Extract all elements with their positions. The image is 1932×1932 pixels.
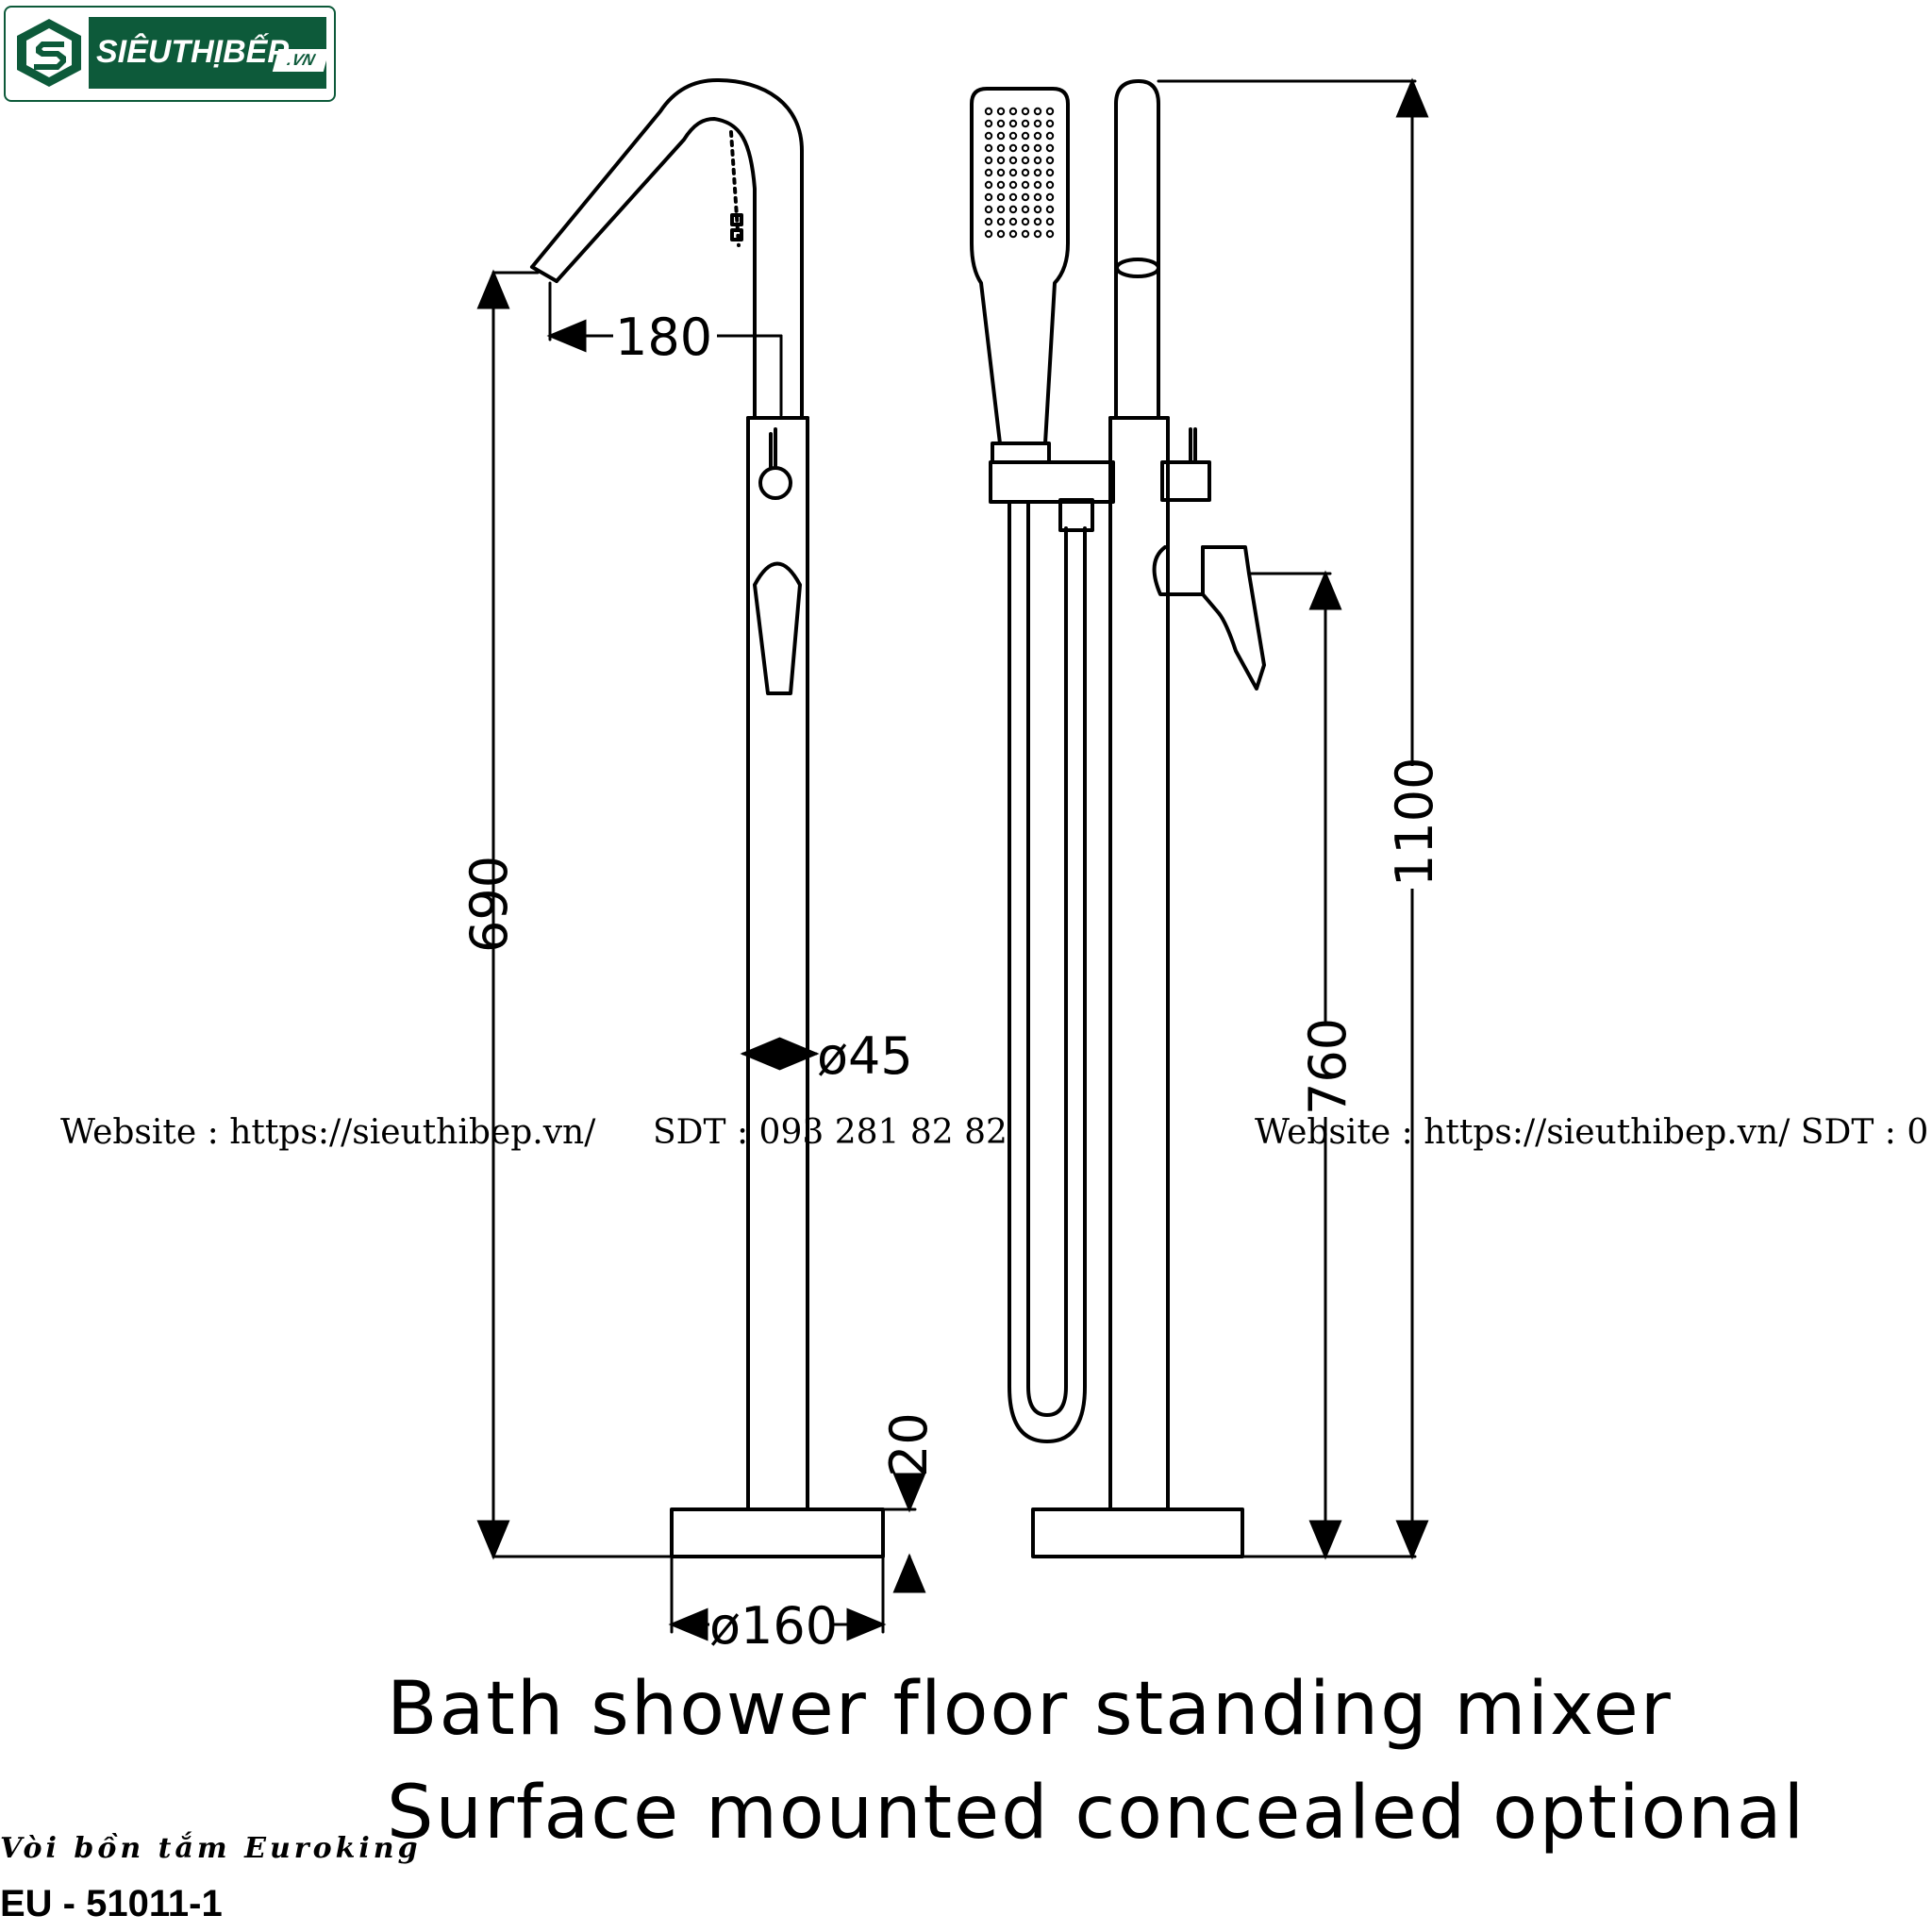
shower-nozzle — [1021, 180, 1030, 190]
shower-nozzle — [1021, 205, 1030, 214]
shower-nozzle — [1008, 180, 1018, 190]
shower-nozzle — [1021, 156, 1030, 165]
dim-label-base-diameter: ø160 — [709, 1596, 838, 1656]
shower-nozzle — [1021, 143, 1030, 153]
shower-nozzle — [996, 156, 1006, 165]
shower-nozzle — [984, 180, 993, 190]
shower-nozzle — [1021, 168, 1030, 177]
shower-nozzle — [1045, 217, 1055, 226]
watermark-website-left: Website : https://sieuthibep.vn/ — [60, 1113, 596, 1152]
shower-nozzle — [1021, 107, 1030, 116]
shower-nozzle — [1033, 168, 1042, 177]
logo-s-icon — [17, 19, 81, 87]
shower-nozzle — [1033, 229, 1042, 239]
shower-nozzle — [996, 229, 1006, 239]
shower-nozzle — [1008, 168, 1018, 177]
logo-brand-text: SIÊUTHỊBẾP — [96, 34, 290, 70]
shower-nozzle — [1045, 168, 1055, 177]
shower-nozzle — [1008, 217, 1018, 226]
shower-nozzle — [1033, 180, 1042, 190]
dim-label-handle-height: 760 — [1298, 1018, 1357, 1115]
shower-nozzle — [1045, 156, 1055, 165]
shower-nozzle — [996, 217, 1006, 226]
shower-nozzle — [1021, 229, 1030, 239]
shower-nozzle — [1033, 131, 1042, 141]
left-view-mixer — [530, 78, 885, 1558]
watermark-right: Website : https://sieuthibep.vn/ SDT : 0 — [1255, 1113, 1928, 1152]
product-model: EU - 51011-1 — [0, 1883, 223, 1924]
shower-nozzle — [1008, 156, 1018, 165]
shower-nozzle — [1045, 143, 1055, 153]
dim-label-left-height: 690 — [459, 856, 519, 953]
shower-nozzle — [1033, 143, 1042, 153]
shower-nozzle — [1033, 156, 1042, 165]
shower-nozzle — [1008, 131, 1018, 141]
shower-nozzle — [1045, 107, 1055, 116]
shower-nozzle — [996, 131, 1006, 141]
shower-nozzle — [996, 205, 1006, 214]
shower-nozzle — [996, 143, 1006, 153]
shower-nozzle-grid — [984, 107, 1055, 239]
shower-nozzle — [1008, 107, 1018, 116]
shower-nozzle — [1033, 119, 1042, 128]
dim-label-tube-diameter: ø45 — [817, 1026, 913, 1086]
shower-nozzle — [1008, 119, 1018, 128]
shower-nozzle — [1033, 192, 1042, 202]
shower-nozzle — [1033, 217, 1042, 226]
shower-nozzle — [984, 119, 993, 128]
shower-nozzle — [1021, 119, 1030, 128]
shower-nozzle — [996, 168, 1006, 177]
shower-nozzle — [996, 192, 1006, 202]
shower-nozzle — [984, 192, 993, 202]
shower-nozzle — [984, 217, 993, 226]
shower-nozzle — [1021, 192, 1030, 202]
shower-nozzle — [1045, 205, 1055, 214]
shower-nozzle — [1008, 205, 1018, 214]
shower-nozzle — [984, 168, 993, 177]
shower-nozzle — [1021, 131, 1030, 141]
dim-label-total-height: 1100 — [1385, 758, 1444, 887]
shower-nozzle — [984, 205, 993, 214]
shower-nozzle — [984, 156, 993, 165]
shower-nozzle — [1045, 131, 1055, 141]
dim-label-spout-reach: 180 — [615, 308, 712, 367]
shower-nozzle — [1008, 143, 1018, 153]
shower-nozzle — [1033, 107, 1042, 116]
shower-nozzle — [996, 119, 1006, 128]
shower-nozzle — [1033, 205, 1042, 214]
dim-label-base-thickness: 20 — [879, 1412, 939, 1477]
shower-nozzle — [996, 107, 1006, 116]
shower-nozzle — [1008, 192, 1018, 202]
shower-nozzle — [1045, 180, 1055, 190]
shower-nozzle — [1045, 119, 1055, 128]
right-view-mixer — [970, 79, 1266, 1558]
site-logo[interactable]: SIÊUTHỊBẾP .VN — [4, 6, 336, 102]
shower-nozzle — [1008, 229, 1018, 239]
shower-nozzle — [984, 143, 993, 153]
shower-nozzle — [984, 229, 993, 239]
watermark-phone-left: SDT : 093 281 82 82 — [653, 1113, 1008, 1152]
shower-nozzle — [1045, 192, 1055, 202]
caption-line-2: Surface mounted concealed optional — [387, 1771, 1806, 1856]
shower-nozzle — [984, 107, 993, 116]
shower-nozzle — [1045, 229, 1055, 239]
shower-nozzle — [984, 131, 993, 141]
caption-line-1: Bath shower floor standing mixer — [387, 1667, 1673, 1752]
shower-nozzle — [996, 180, 1006, 190]
product-name: Vòi bồn tắm Euroking — [0, 1832, 422, 1865]
shower-nozzle — [1021, 217, 1030, 226]
